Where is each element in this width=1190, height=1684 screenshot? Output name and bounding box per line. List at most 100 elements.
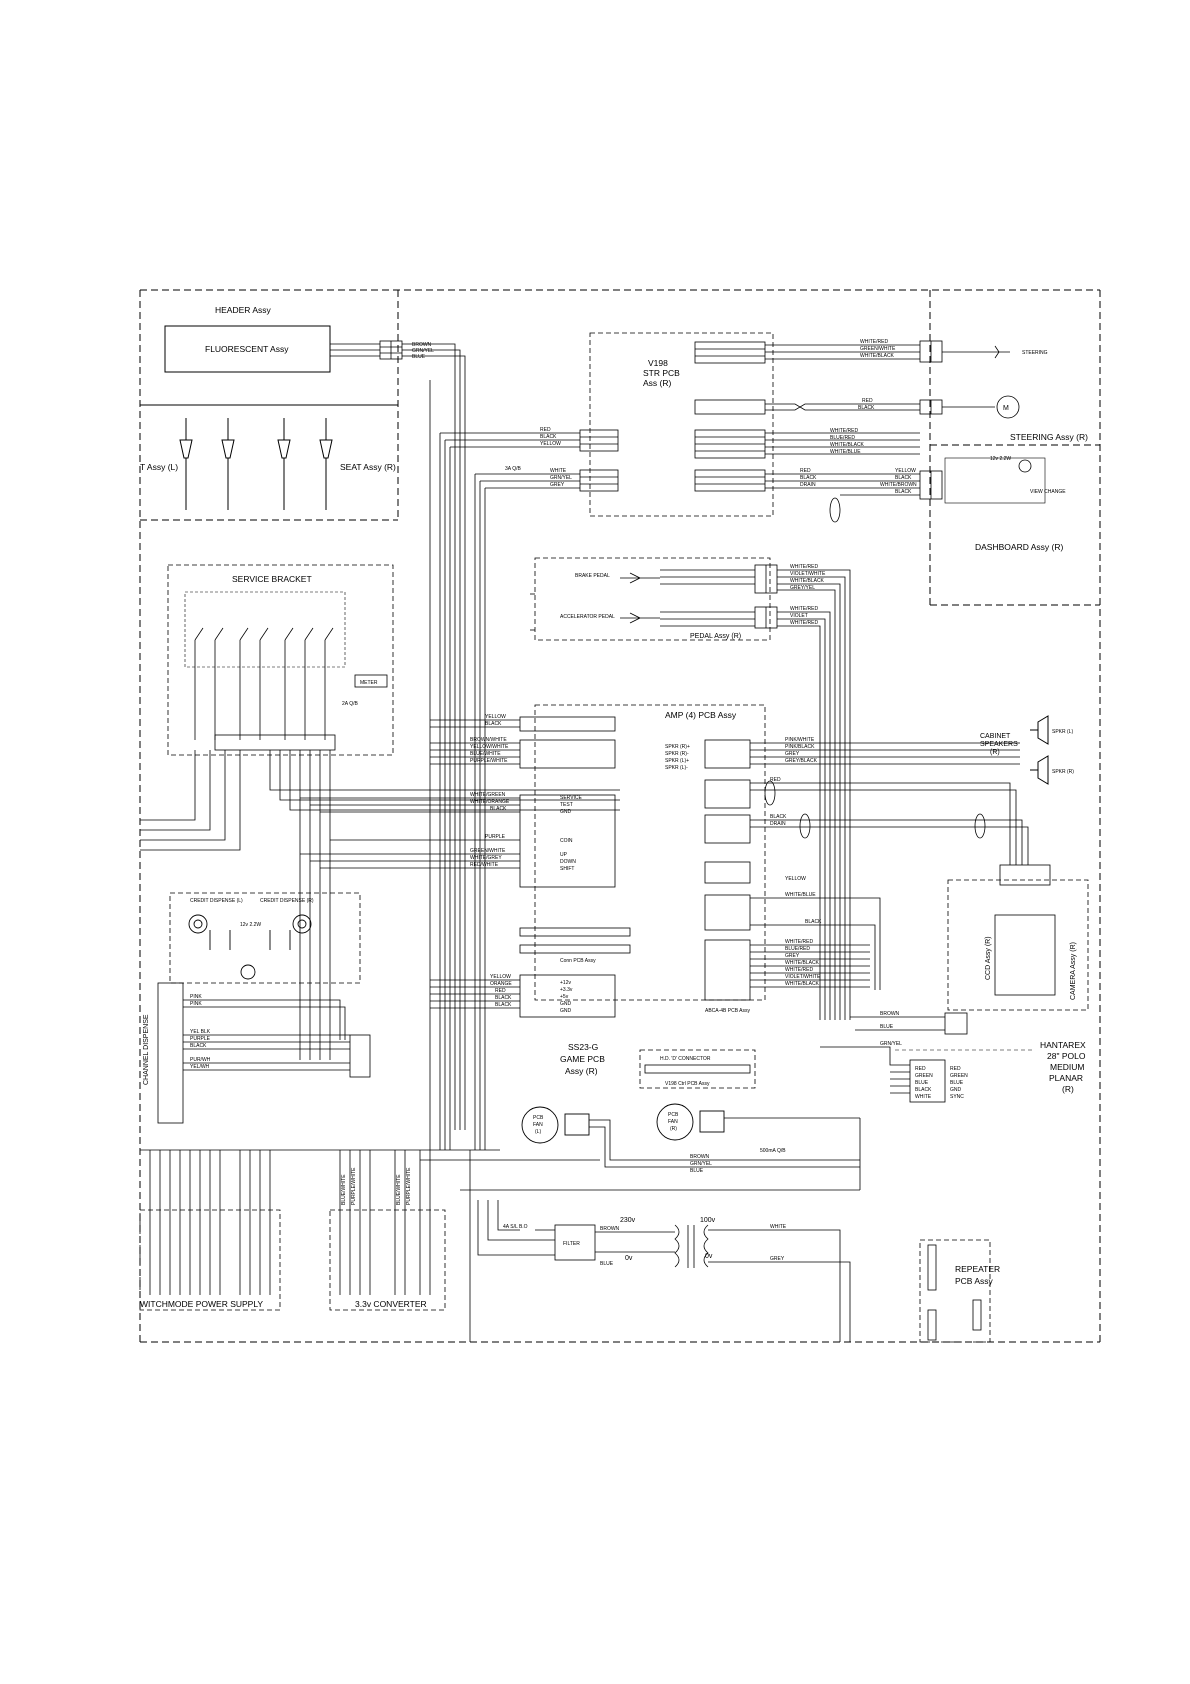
camera-box [947,879,1089,1011]
cabinet-speakers [1030,715,1049,785]
dashboard-switch [944,457,1046,504]
camera-label: CAMERA Assy (R) [1070,942,1077,1000]
steer-wire-2: GREEN/WHITE [860,346,896,352]
game-sig-down: DOWN [560,859,576,865]
amp-sig-1: SPKR (R)+ [665,744,690,750]
monitor-sig-white: WHITE [915,1094,932,1100]
power-wire-blue: BLUE [600,1261,614,1267]
credit-wire-5: BLACK [190,1043,207,1049]
credit-wire-4: PURPLE [190,1036,211,1042]
seat-speakers [140,404,398,510]
fan-r-line3: (R) [670,1126,677,1132]
pedal-assy-label: PEDAL Assy (R) [690,633,741,640]
credit-lamp-rating: 12v 2.2W [240,922,261,928]
steer-wire-1: WHITE/RED [860,339,888,345]
credit-dispense-label: CHANNEL DISPENSE [143,1014,150,1085]
header-wires [330,343,380,357]
monitor-wire-blue: BLUE [880,1024,894,1030]
v-0b: 0v [705,1253,713,1260]
amp-connectors [519,716,751,888]
fuse-4a: 4A S/L B.O [503,1224,528,1230]
game-sig-test: TEST [560,802,573,808]
credit-wire-1: PINK [190,994,202,1000]
fan-r-line1: PCB [668,1112,679,1118]
hantarex-line5: (R) [1062,1084,1074,1094]
left-harness [140,750,620,1060]
credit-wire-3: YEL BLK [190,1029,211,1035]
ccd-label: CCD Assy (R) [985,936,992,980]
str-pcb-line2: STR PCB [643,368,680,378]
abc-wire-7: WHITE/BLACK [785,981,820,987]
pedal-wires [660,569,851,1020]
amp-in-wire-3: BROWN/WHITE [470,737,507,743]
str-wire-1: WHITE/RED [830,428,858,434]
fan-l-line1: PCB [533,1115,544,1121]
led-wire-2: ORANGE [490,981,512,987]
amp-out-wire-1: PINK/WHITE [785,737,815,743]
dash-wire-2: BLACK [895,475,912,481]
abc-wire-3: GREY [785,953,800,959]
pedal-pots [530,572,660,631]
converter-terminals [339,1150,431,1295]
amp-sig-3: SPKR (L)+ [665,758,689,764]
header-connector [379,340,403,360]
amp-sig-4: SPKR (L)- [665,765,688,771]
v-230: 230v [620,1217,636,1224]
steering-motor-symbol: M [1003,405,1009,412]
fuse-2a: 2A Q/B [342,701,359,707]
repeater-connector-2 [927,1309,937,1341]
monitor-signal-red: RED [950,1066,961,1072]
abc-wire-4: WHITE/BLACK [785,960,820,966]
monitor-power-connector [944,1012,968,1035]
v-0a: 0v [625,1255,633,1262]
dash-wire-1: YELLOW [895,468,916,474]
led-wire-5: BLACK [495,1002,512,1008]
amp-in-wire-4: YELLOW/WHITE [470,744,509,750]
service-wire-3: BLACK [490,806,507,812]
led-sig-5: GND [560,1008,572,1014]
str-drain-black: BLACK [800,475,817,481]
ac-wire-2: GRN/YEL [550,475,572,481]
monitor-sig-green: GREEN [915,1073,933,1079]
credit-mid-connector [349,1034,371,1078]
filter-label: FILTER [563,1241,580,1247]
conn-pcb [519,927,631,954]
fan-l-line2: FAN [533,1122,543,1128]
service-wire-5: GREEN/WHITE [470,848,506,854]
view-change-label: VIEW CHANGE [1030,489,1066,495]
cabinet-speakers-line2: SPEAKERS [980,741,1018,748]
meter-label: METER [360,680,378,686]
mains-wiring [477,1200,851,1342]
header-wire-run [402,343,466,1130]
service-switch-group [184,591,346,668]
str-pcb-box [589,332,774,517]
pedal-box [534,557,771,641]
monitor-sig-black: BLACK [915,1087,932,1093]
led-wire-4: BLACK [495,995,512,1001]
monitor-signal-sync: SYNC [950,1094,964,1100]
video-wire-3: YELLOW [785,876,806,882]
hantarex-line3: MEDIUM [1050,1062,1084,1072]
cabinet-speakers-line3: (R) [990,749,1000,756]
led-sig-2: +3.3v [560,987,573,993]
spkr-l-label: SPKR (L) [1052,729,1073,735]
amp-in-wire-1: YELLOW [485,714,506,720]
credit-wires [183,999,350,1071]
service-bracket-box [167,564,394,756]
credit-dispense-box [169,892,361,984]
ac-wire-3: GREY [550,482,565,488]
psu-vwire-3: BLUE/WHITE [396,1174,402,1205]
brake-pedal-label: BRAKE PEDAL [575,573,610,579]
game-sig-gnd: GND [560,809,572,815]
str-left-wire-3: YELLOW [540,441,561,447]
pedal-wire-4: GREY/YEL [790,585,815,591]
psu-vwire-4: PURPLE/WHITE [406,1167,412,1205]
str-pcb-line1: V198 [648,358,668,368]
service-wire-2: WHITE/ORANGE [470,799,510,805]
switchmode-terminals [149,1150,271,1295]
main-trunk [429,380,861,1191]
abc-wire-6: VIOLET/WHITE [785,974,821,980]
credit-lamps [188,914,312,980]
game-pcb-line3: Assy (R) [565,1066,598,1076]
pedal-wire-2: VIOLET/WHITE [790,571,826,577]
